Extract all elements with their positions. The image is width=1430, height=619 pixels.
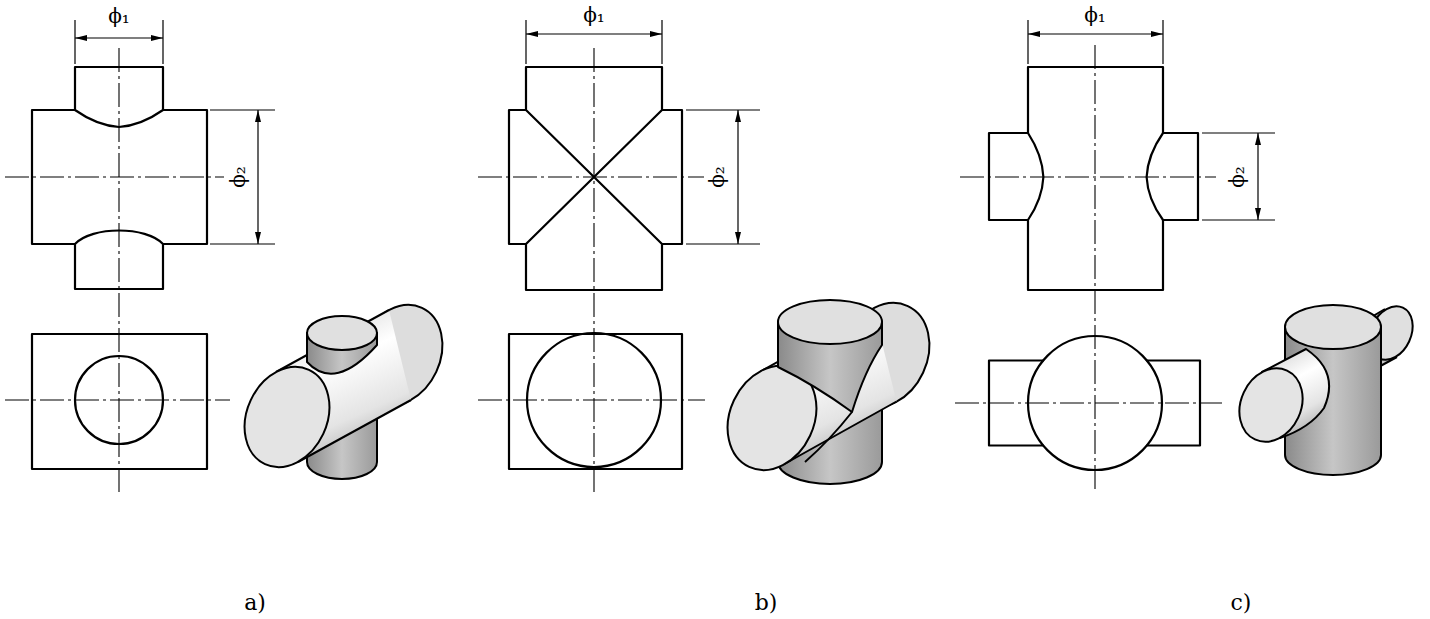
center-lines-a <box>5 48 230 492</box>
center-lines-b-part <box>478 48 705 492</box>
pictorial-c-part <box>1228 358 1314 452</box>
dimension-lines-b-part <box>526 33 662 34</box>
dimension-label: ϕ₁ <box>108 6 130 26</box>
dimension-lines-b-part <box>526 20 760 244</box>
front-view-b <box>509 67 682 290</box>
dimension-lines-c <box>1028 20 1275 220</box>
figure-caption: a) <box>244 592 266 614</box>
pictorial-a-part <box>307 316 377 350</box>
dimension-lines-b-part <box>737 110 738 244</box>
dimension-label: ϕ₂ <box>1227 166 1247 188</box>
center-lines-c-part <box>955 45 1222 493</box>
front-view-c <box>989 67 1198 290</box>
dimension-lines-b <box>526 20 760 244</box>
dimension-label: ϕ₂ <box>228 166 248 188</box>
center-lines-a-part <box>5 48 230 492</box>
front-view-b-part <box>509 67 682 290</box>
dimension-lines-a-part <box>257 110 258 244</box>
dimension-lines-a-part <box>75 20 275 244</box>
pictorial-b-part <box>778 300 882 344</box>
dimension-lines-c-part <box>1257 133 1258 220</box>
dimension-lines-a-part <box>75 37 163 38</box>
center-lines-b <box>478 48 705 492</box>
figure-caption: c) <box>1231 592 1252 614</box>
top-view-b-part <box>509 334 682 469</box>
pictorial-b-part <box>805 412 852 462</box>
pictorial-c <box>1228 299 1421 475</box>
figure-caption: b) <box>755 592 778 614</box>
dimension-label: ϕ₁ <box>1084 5 1106 25</box>
pictorial-c-part <box>1285 305 1381 349</box>
dimension-label: ϕ₂ <box>707 166 727 188</box>
dimension-lines-a <box>75 20 275 244</box>
dimension-lines-c-part <box>1028 33 1163 34</box>
top-view-b <box>509 333 682 469</box>
pictorial-a <box>229 291 458 481</box>
pictorial-b <box>711 288 946 484</box>
dimension-lines-c-part <box>1028 20 1275 220</box>
front-view-c-part <box>989 67 1198 290</box>
center-lines-c <box>955 45 1222 493</box>
dimension-label: ϕ₁ <box>583 5 605 25</box>
